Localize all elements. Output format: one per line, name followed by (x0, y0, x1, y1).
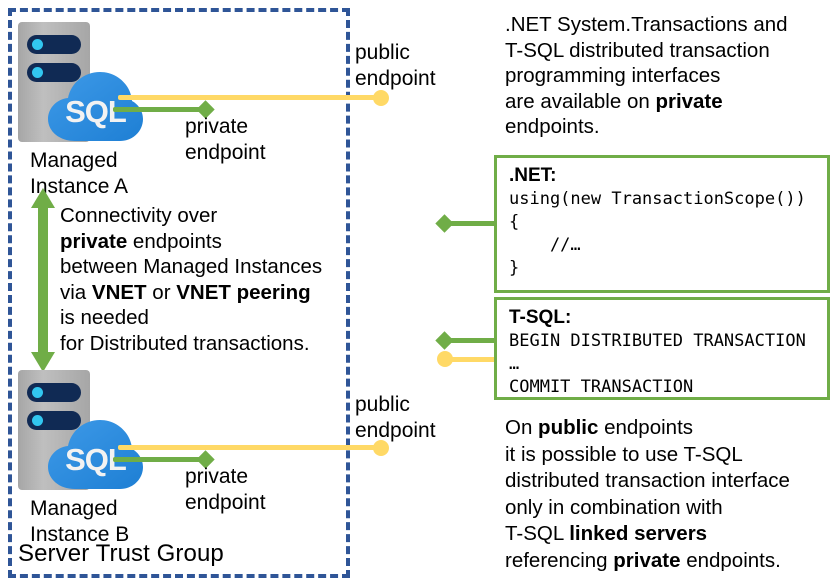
private-endpoint-label-a-line2: endpoint (185, 141, 266, 164)
private-endpoint-label-a-line1: private (185, 115, 249, 138)
dotnet-availability-note-line3: programming interfaces (505, 64, 721, 87)
server-bar-icon (27, 411, 81, 430)
connectivity-note-line3: between Managed Instances (60, 255, 323, 278)
connectivity-note-line2-bold: private (60, 229, 128, 253)
dotnet-availability-note-line2: T-SQL distributed transaction (505, 38, 770, 62)
server-bar-icon (27, 63, 81, 82)
public-endpoint-note-line3: distributed transaction interface (505, 469, 790, 492)
server-led-icon (32, 39, 43, 50)
private-endpoint-connector-tsql (450, 338, 496, 343)
public-endpoint-note-line4: only in combination with (505, 495, 723, 519)
connectivity-note-line1: Connectivity over (60, 204, 218, 227)
managed-instance-a-label-line2: Instance A (30, 175, 129, 198)
private-endpoint-line-b (113, 457, 207, 462)
dotnet-code-box-code: using(new TransactionScope()) { //… } (509, 189, 806, 278)
tsql-code-box-code: BEGIN DISTRIBUTED TRANSACTION … COMMIT T… (509, 331, 806, 397)
dotnet-availability-note-line4: are available on private (505, 89, 835, 115)
public-endpoint-note-line1-pre: On (505, 416, 539, 439)
server-led-icon (32, 415, 43, 426)
dotnet-availability-note-line5: endpoints. (505, 115, 600, 138)
connectivity-note: Connectivity over private endpoints betw… (60, 203, 350, 356)
public-endpoint-note-line6-pre: referencing (505, 548, 614, 572)
private-connectivity-double-arrow (30, 188, 56, 372)
public-endpoint-label-a-line2: endpoint (355, 67, 436, 90)
connectivity-note-line2-rest: endpoints (127, 229, 222, 253)
public-endpoint-line-b (118, 445, 380, 450)
private-endpoint-label-b-line2: endpoint (185, 491, 266, 514)
public-endpoint-note-line6: referencing private endpoints. (505, 548, 840, 575)
public-endpoint-note-line1: On public endpoints (505, 415, 840, 442)
dotnet-availability-note-line1: .NET System.Transactions and (505, 13, 788, 36)
public-endpoint-note-line5: T-SQL linked servers (505, 521, 840, 548)
public-endpoint-dot-a (373, 90, 389, 106)
private-endpoint-label-a: private endpoint (185, 114, 266, 166)
server-led-icon (32, 387, 43, 398)
dotnet-availability-note: .NET System.Transactions and T-SQL distr… (505, 12, 835, 140)
public-endpoint-note-line6-bold: private (613, 548, 681, 572)
public-endpoint-note-line6-post: endpoints. (680, 548, 781, 572)
public-endpoint-note-line5-bold: linked servers (569, 522, 708, 545)
dotnet-availability-note-line4-pre: are available on (505, 89, 656, 113)
private-endpoint-line-a (113, 107, 207, 112)
public-endpoint-note-line1-post: endpoints (598, 416, 694, 439)
public-endpoint-connector-tsql (448, 357, 496, 362)
managed-instance-b-label-line1: Managed (30, 497, 118, 520)
connectivity-note-line4-mid: or (146, 280, 177, 304)
sql-cloud-icon: SQL (48, 418, 143, 490)
connectivity-note-line4-bold1: VNET (91, 280, 147, 304)
private-endpoint-connector-dotnet (450, 221, 496, 226)
public-endpoint-dot-b (373, 440, 389, 456)
server-trust-group-boundary (8, 8, 350, 578)
public-endpoint-label-a: public endpoint (355, 40, 436, 92)
private-endpoint-label-b-line1: private (185, 465, 249, 488)
managed-instance-b-label-line2: Instance B (30, 523, 130, 546)
managed-instance-b-label: Managed Instance B (30, 496, 190, 548)
connectivity-note-line4: via VNET or VNET peering (60, 280, 350, 306)
dotnet-code-box-header: .NET: (509, 165, 557, 186)
public-endpoint-connector-dot-tsql (437, 351, 453, 367)
public-endpoint-line-a (118, 95, 380, 100)
dotnet-availability-note-line4-bold: private (655, 89, 723, 113)
tsql-code-box-header: T-SQL: (509, 307, 572, 328)
managed-instance-a-label: Managed Instance A (30, 148, 190, 200)
sql-cloud-icon: SQL (48, 70, 143, 142)
dotnet-code-box: .NET: using(new TransactionScope()) { //… (494, 155, 830, 293)
public-endpoint-label-b-line2: endpoint (355, 419, 436, 442)
server-bar-icon (27, 383, 81, 402)
server-bar-icon (27, 35, 81, 54)
public-endpoint-note: On public endpoints it is possible to us… (505, 415, 840, 574)
connectivity-note-line2: private endpoints (60, 229, 350, 255)
public-endpoint-note-line1-bold: public (538, 416, 599, 439)
private-endpoint-label-b: private endpoint (185, 464, 266, 516)
connectivity-note-line5: is needed (60, 306, 149, 329)
public-endpoint-note-line5-pre: T-SQL (505, 522, 570, 545)
public-endpoint-note-line2: it is possible to use T-SQL (505, 442, 743, 466)
server-led-icon (32, 67, 43, 78)
connectivity-note-line6: for Distributed transactions. (60, 331, 310, 355)
public-endpoint-label-b: public endpoint (355, 392, 436, 444)
connectivity-note-line4-pre: via (60, 280, 92, 304)
connectivity-note-line4-bold2: VNET peering (176, 280, 311, 304)
private-endpoint-connector-marker-tsql (435, 331, 454, 350)
managed-instance-a-label-line1: Managed (30, 149, 118, 172)
public-endpoint-label-b-line1: public (355, 393, 410, 416)
tsql-code-box: T-SQL: BEGIN DISTRIBUTED TRANSACTION … C… (494, 297, 830, 400)
server-trust-group-label: Server Trust Group (18, 540, 224, 567)
private-endpoint-connector-marker-dotnet (435, 214, 454, 233)
public-endpoint-label-a-line1: public (355, 41, 410, 64)
